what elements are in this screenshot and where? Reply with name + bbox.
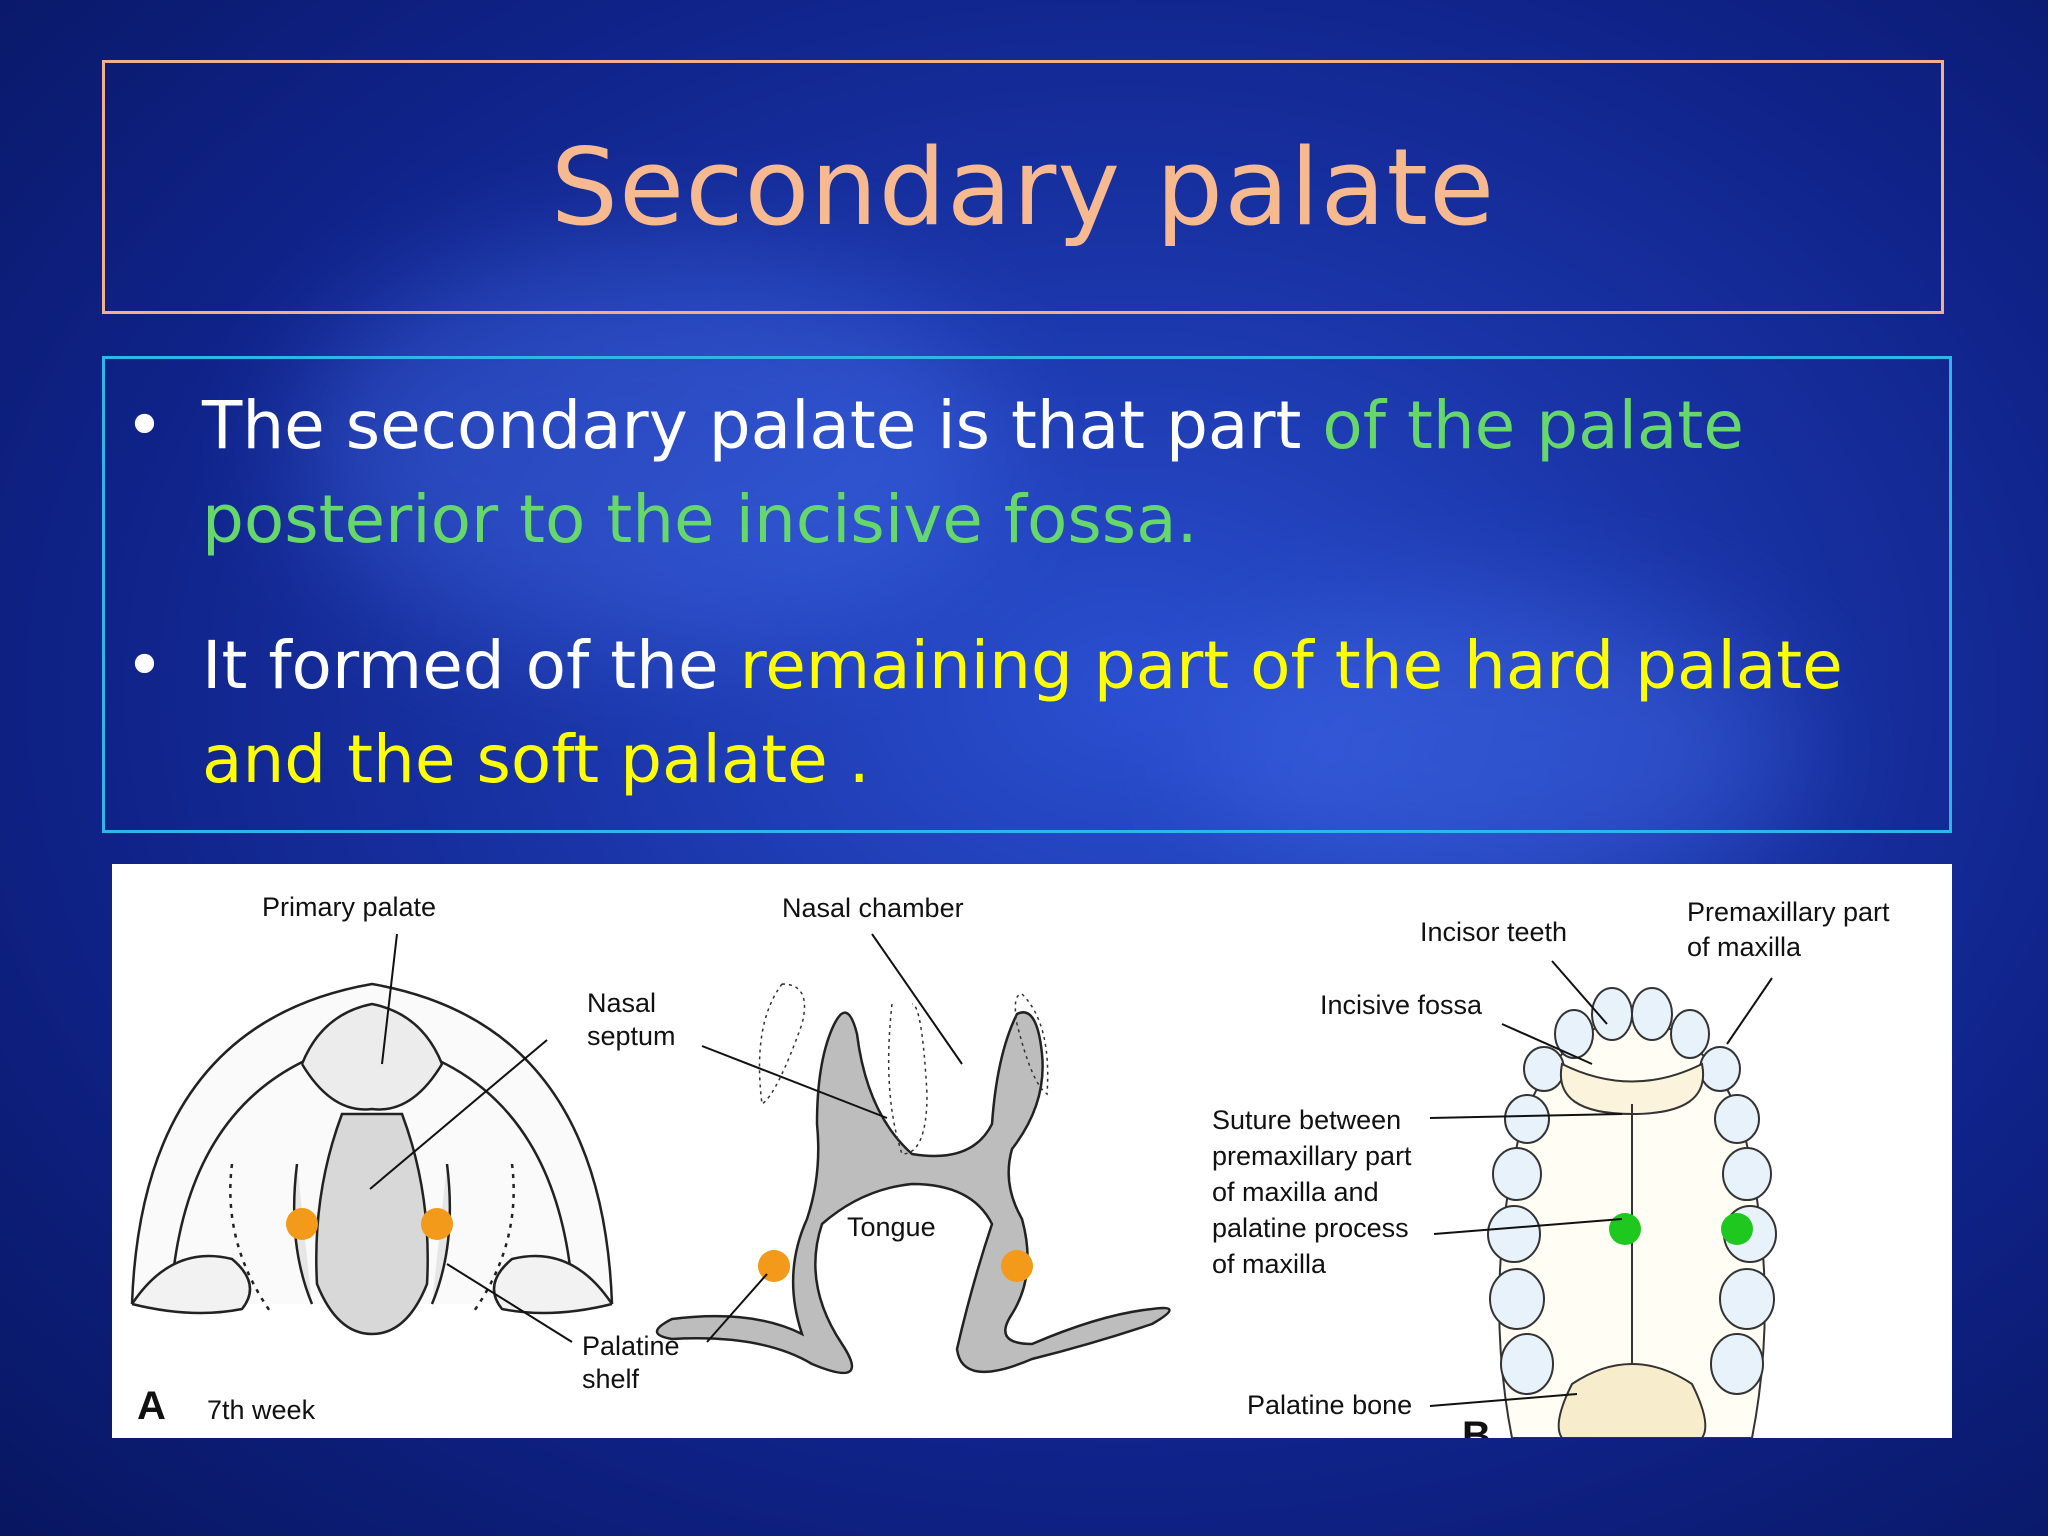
- label-premaxillary-2: of maxilla: [1687, 932, 1802, 962]
- label-panel-a: A: [137, 1384, 166, 1428]
- orange-marker: [1001, 1250, 1033, 1282]
- palate-diagram-figure: Primary palate Nasal septum A 7th week N…: [112, 864, 1952, 1438]
- label-suture-2: premaxillary part: [1212, 1141, 1412, 1171]
- slide-title: Secondary palate: [550, 125, 1496, 249]
- bullet-text-highlight: remaining part of the hard palate and th…: [202, 627, 1843, 798]
- label-primary-palate: Primary palate: [262, 892, 436, 922]
- content-frame: • The secondary palate is that part of t…: [102, 356, 1952, 833]
- bullet-text: The secondary palate is that part of the…: [202, 379, 1902, 567]
- background-glow: [300, 250, 1000, 650]
- title-frame: Secondary palate: [102, 60, 1944, 314]
- middle-panel-drawing: [655, 1011, 1171, 1375]
- green-marker: [1721, 1213, 1753, 1245]
- label-premaxillary-1: Premaxillary part: [1687, 897, 1890, 927]
- label-palatine-shelf-1: Palatine: [582, 1331, 680, 1361]
- bullet-text-highlight: of the palate posterior to the incisive …: [202, 387, 1744, 558]
- label-palatine-shelf-2: shelf: [582, 1364, 640, 1394]
- label-suture-1: Suture between: [1212, 1105, 1401, 1135]
- label-suture-4: palatine process: [1212, 1213, 1409, 1243]
- label-suture-5: of maxilla: [1212, 1249, 1327, 1279]
- bullet-text-plain: The secondary palate is that part: [202, 387, 1323, 464]
- left-leader-lines: [369, 933, 573, 1343]
- label-panel-b: B: [1462, 1414, 1491, 1438]
- middle-leader-lines: [701, 933, 963, 1343]
- label-incisor-teeth: Incisor teeth: [1420, 917, 1567, 947]
- label-palatine-bone: Palatine bone: [1247, 1390, 1412, 1420]
- orange-marker: [286, 1208, 318, 1240]
- orange-marker: [421, 1208, 453, 1240]
- palate-diagram-svg: Primary palate Nasal septum A 7th week N…: [130, 892, 1890, 1438]
- background-glow: [1200, 600, 1800, 900]
- green-marker: [1609, 1213, 1641, 1245]
- right-leader-lines: [1429, 960, 1773, 1407]
- label-nasal-septum-2: septum: [587, 1021, 676, 1051]
- middle-dashed-outlines: [758, 983, 1049, 1155]
- label-nasal-chamber: Nasal chamber: [782, 893, 964, 923]
- bullet-marker: •: [125, 387, 164, 464]
- label-incisive-fossa: Incisive fossa: [1320, 990, 1483, 1020]
- label-week: 7th week: [207, 1395, 316, 1425]
- right-panel-drawing: [1487, 987, 1777, 1438]
- bullet-marker: •: [125, 627, 164, 704]
- left-panel-drawing: [130, 982, 614, 1336]
- label-tongue: Tongue: [847, 1212, 936, 1242]
- bullet-text: It formed of the remaining part of the h…: [202, 619, 1902, 807]
- label-nasal-septum-1: Nasal: [587, 988, 656, 1018]
- bullet-text-plain: It formed of the: [202, 627, 740, 704]
- orange-marker: [758, 1250, 790, 1282]
- label-suture-3: of maxilla and: [1212, 1177, 1379, 1207]
